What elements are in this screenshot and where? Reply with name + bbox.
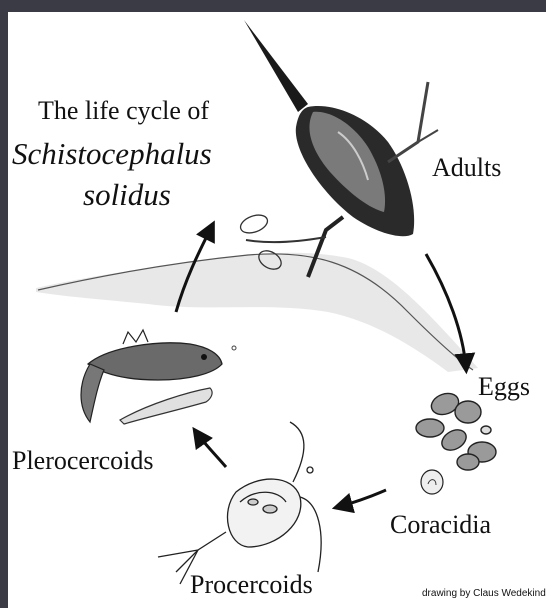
coracidium-icon bbox=[421, 470, 443, 494]
plerocercoid-worm-icon bbox=[120, 388, 212, 424]
copepod-icon bbox=[158, 422, 321, 584]
bird-icon bbox=[238, 20, 438, 277]
title-species-line-2: solidus bbox=[83, 177, 171, 212]
egg-icon bbox=[416, 390, 496, 470]
stage-label-adults: Adults bbox=[432, 153, 501, 182]
stage-label-eggs: Eggs bbox=[478, 372, 530, 401]
stage-label-coracidia: Coracidia bbox=[390, 510, 492, 539]
drawing-credit: drawing by Claus Wedekind bbox=[422, 588, 546, 599]
title-line-1: The life cycle of bbox=[38, 96, 209, 125]
diagram-canvas: The life cycle of Schistocephalus solidu… bbox=[8, 12, 546, 608]
title-species-line-1: Schistocephalus bbox=[12, 136, 212, 171]
stage-label-plerocercoids: Plerocercoids bbox=[12, 446, 154, 475]
stage-label-procercoids: Procercoids bbox=[190, 570, 313, 599]
water-surface-shading bbox=[36, 253, 478, 372]
life-cycle-diagram: The life cycle of Schistocephalus solidu… bbox=[8, 12, 546, 608]
